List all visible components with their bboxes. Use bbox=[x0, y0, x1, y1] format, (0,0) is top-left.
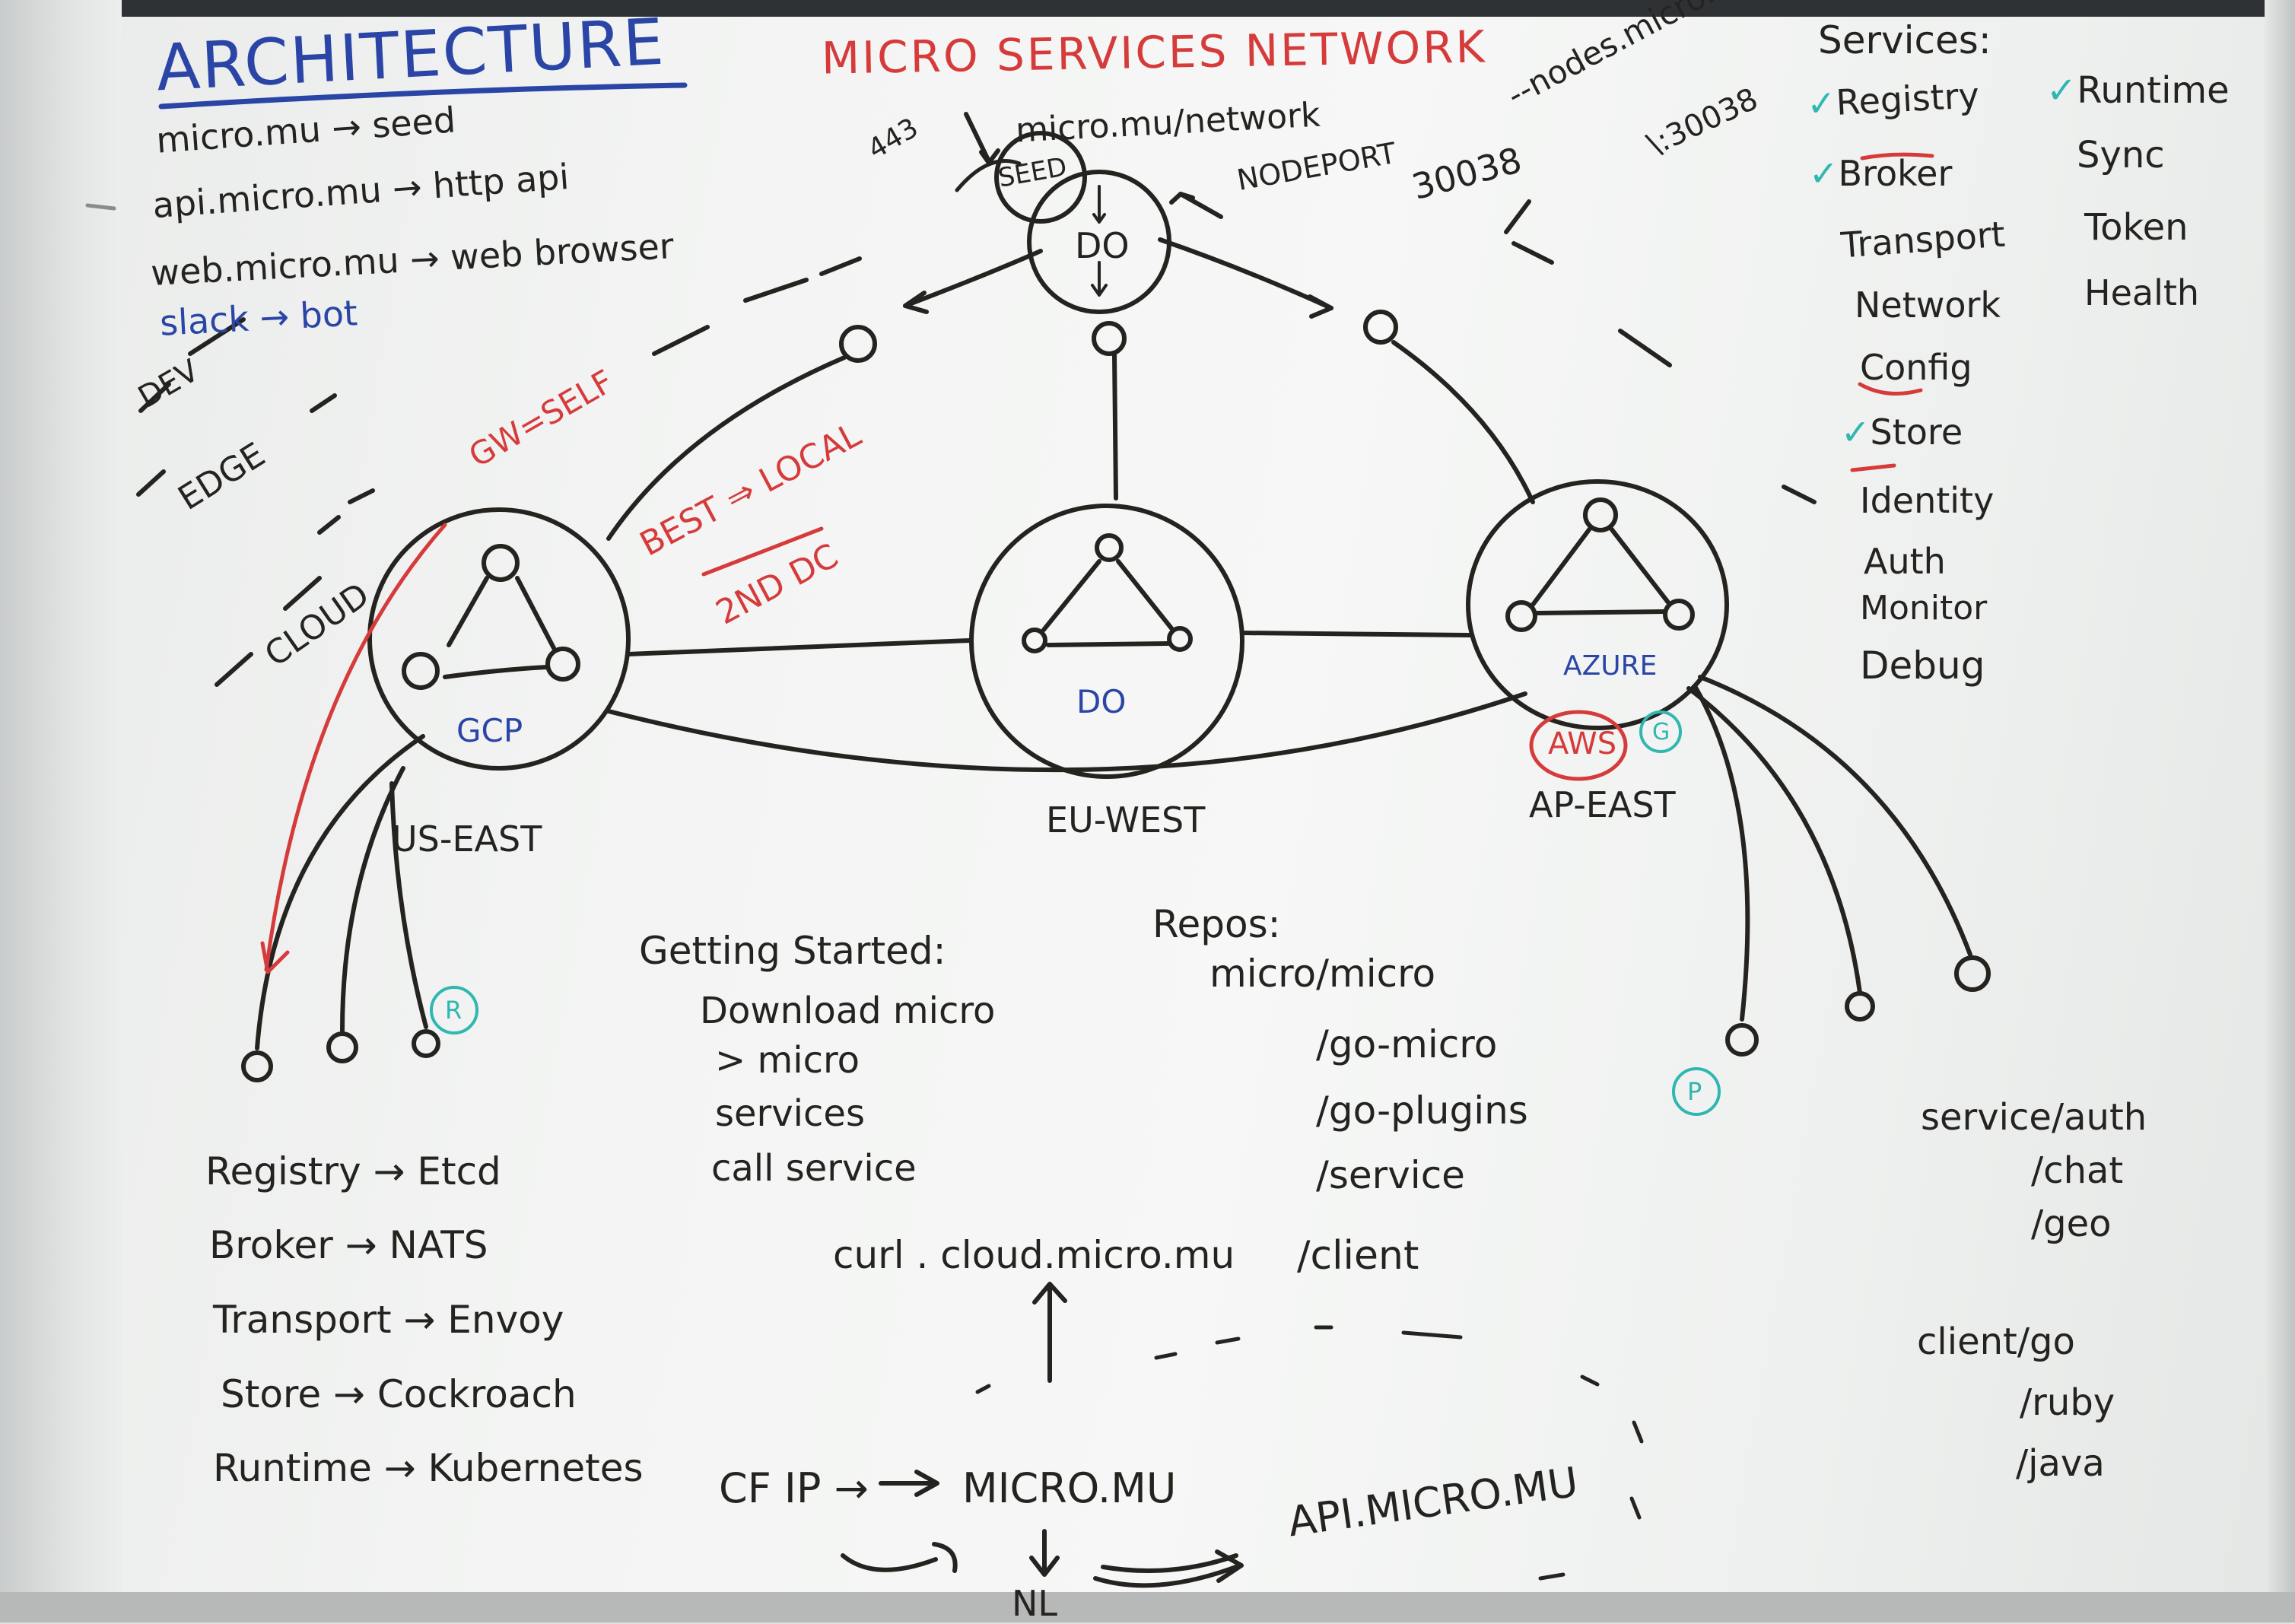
check-icon: ✓ bbox=[1805, 81, 1838, 125]
network-heading: MICRO SERVICES NETWORK bbox=[821, 21, 1488, 84]
link-gcp-do bbox=[626, 638, 972, 656]
node-top-right bbox=[1363, 310, 1398, 345]
region-eu-west: EU-WEST bbox=[1046, 799, 1206, 841]
seed-arrow-right bbox=[1158, 237, 1333, 310]
service-debug: Debug bbox=[1860, 644, 1985, 688]
cluster-azure bbox=[1466, 479, 1729, 730]
board-frame-left bbox=[0, 0, 122, 1622]
repo-go-plugins: /go-plugins bbox=[1316, 1088, 1528, 1133]
service-health: Health bbox=[2084, 272, 2200, 313]
client-path-java: /java bbox=[2016, 1442, 2105, 1485]
service-sync: Sync bbox=[2077, 134, 2165, 176]
mapping-transport: Transport → Envoy bbox=[213, 1298, 564, 1342]
curl-command: curl . cloud.micro.mu bbox=[833, 1233, 1235, 1277]
client-path-ruby: /ruby bbox=[2020, 1381, 2115, 1424]
node-top-left bbox=[839, 325, 877, 363]
aws-label: AWS bbox=[1548, 726, 1617, 761]
cluster-label-do: DO bbox=[1076, 683, 1127, 720]
link-gcp-azure bbox=[606, 691, 1527, 773]
title-underline bbox=[158, 82, 688, 110]
cluster-gcp bbox=[367, 507, 631, 771]
service-network: Network bbox=[1855, 284, 2001, 326]
seed-provider: DO bbox=[1075, 225, 1130, 266]
getting-started-step-1: Download micro bbox=[700, 990, 996, 1032]
service-registry: ✓Registry bbox=[1805, 75, 1981, 125]
service-transport: Transport bbox=[1839, 213, 2007, 266]
check-icon: ✓ bbox=[1809, 153, 1839, 194]
node-top-mid bbox=[1092, 321, 1127, 356]
service-path-chat: /chat bbox=[2031, 1149, 2124, 1192]
domain-slack: slack → bot bbox=[158, 292, 359, 344]
nl-label: NL bbox=[1012, 1583, 1058, 1624]
bottom-dashes bbox=[975, 1325, 1644, 1581]
link-topmid-do bbox=[1112, 351, 1118, 501]
badge-p: P bbox=[1687, 1077, 1702, 1106]
badge-r: R bbox=[445, 996, 462, 1025]
service-config: Config bbox=[1860, 347, 1972, 388]
badge-g: G bbox=[1652, 719, 1670, 745]
mapping-store: Store → Cockroach bbox=[221, 1372, 577, 1416]
region-us-east: US-EAST bbox=[392, 818, 542, 860]
service-monitor: Monitor bbox=[1860, 589, 1988, 628]
service-store: ✓Store bbox=[1841, 412, 1963, 453]
board-frame-bottom bbox=[0, 1592, 2295, 1622]
check-icon: ✓ bbox=[2046, 69, 2077, 112]
service-broker: ✓Broker bbox=[1809, 153, 1953, 194]
getting-started-heading: Getting Started: bbox=[639, 929, 946, 973]
getting-started-step-2: > micro bbox=[715, 1039, 860, 1082]
api-arrow bbox=[1093, 1563, 1242, 1588]
services-heading: Services: bbox=[1818, 18, 1991, 62]
region-ap-east: AP-EAST bbox=[1529, 784, 1676, 825]
link-topleft-gcp bbox=[606, 355, 847, 541]
cluster-do bbox=[969, 504, 1244, 779]
mapping-broker: Broker → NATS bbox=[209, 1223, 488, 1267]
getting-started-step-3: services bbox=[715, 1092, 865, 1135]
mapping-registry: Registry → Etcd bbox=[205, 1149, 501, 1193]
client-path-go: client/go bbox=[1917, 1320, 2075, 1363]
cf-ip-label: CF IP → bbox=[719, 1464, 869, 1512]
teal-badges bbox=[430, 710, 1721, 1116]
link-topright-azure bbox=[1391, 340, 1535, 504]
repo-micro: micro/micro bbox=[1209, 952, 1436, 996]
cf-curve-arrow bbox=[841, 1553, 938, 1572]
service-identity: Identity bbox=[1860, 480, 1995, 521]
cluster-label-azure: AZURE bbox=[1563, 650, 1658, 682]
getting-started-step-4: call service bbox=[711, 1147, 917, 1190]
board-frame-top bbox=[0, 0, 2295, 17]
cluster-label-gcp: GCP bbox=[456, 712, 523, 749]
repo-go-micro: /go-micro bbox=[1316, 1022, 1498, 1066]
repo-service: /service bbox=[1316, 1153, 1465, 1197]
service-runtime: ✓Runtime bbox=[2046, 69, 2230, 112]
red-annotations bbox=[260, 152, 1934, 974]
arrow-443 bbox=[964, 112, 991, 164]
repos-heading: Repos: bbox=[1152, 902, 1281, 946]
service-path-geo: /geo bbox=[2031, 1203, 2112, 1245]
service-auth: Auth bbox=[1864, 541, 1946, 582]
service-path-auth: service/auth bbox=[1921, 1096, 2147, 1139]
dash-mark bbox=[85, 203, 116, 211]
tier-dashes bbox=[136, 199, 1817, 687]
cf-domain: MICRO.MU bbox=[962, 1464, 1177, 1512]
check-icon: ✓ bbox=[1841, 412, 1871, 453]
repo-client: /client bbox=[1297, 1233, 1419, 1279]
mapping-runtime: Runtime → Kubernetes bbox=[213, 1446, 644, 1490]
seed-arrow-left bbox=[903, 249, 1043, 308]
board-frame-right bbox=[2265, 0, 2295, 1622]
service-token: Token bbox=[2084, 206, 2189, 249]
link-do-azure bbox=[1240, 631, 1472, 637]
